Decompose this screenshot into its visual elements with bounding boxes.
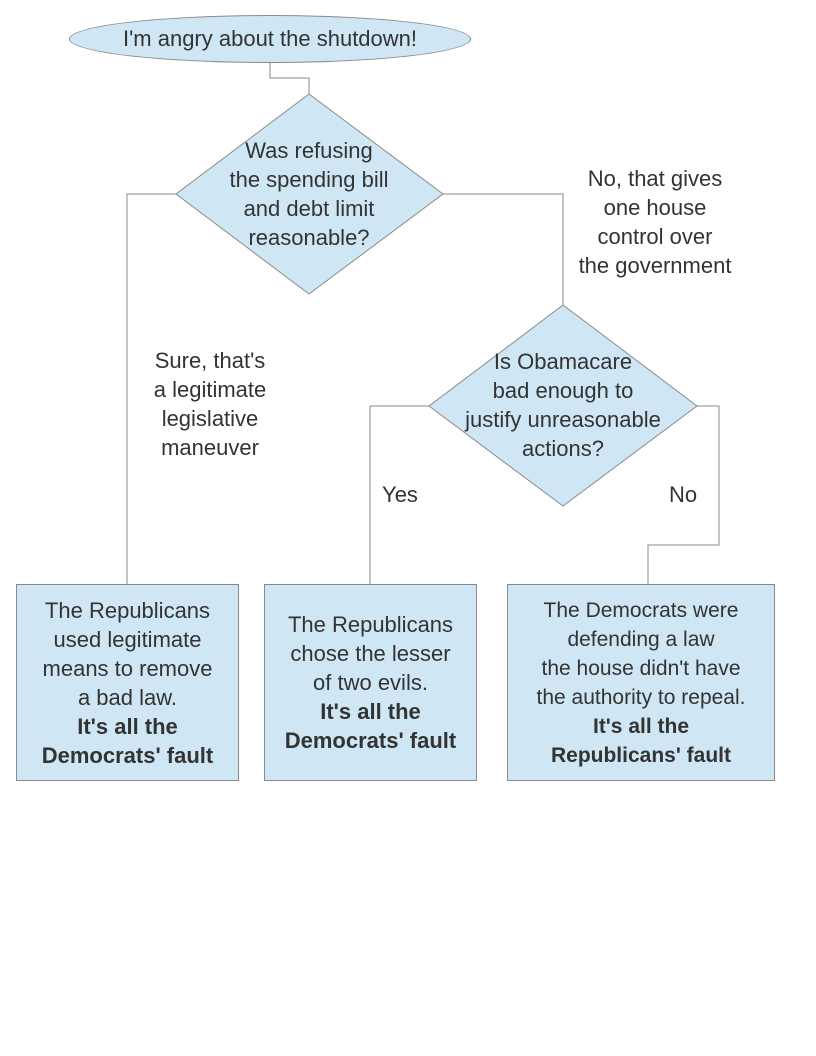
result-2-verdict: It's all the Democrats' fault <box>284 699 457 753</box>
decision-2-yes-branch-label: Yes <box>382 482 418 507</box>
connector-decision-1-left-to-result-1 <box>126 193 176 585</box>
decision-2-no-branch-label: No <box>668 482 698 507</box>
connector-decision-2-right-to-result-3 <box>647 405 720 585</box>
connector-decision-2-left-to-result-2 <box>369 405 429 585</box>
decision-diamond-2 <box>428 304 698 507</box>
start-node: I'm angry about the shutdown! <box>69 15 471 63</box>
result-3-verdict: It's all the Republicans' fault <box>550 714 732 767</box>
decision-diamond-1 <box>175 93 444 295</box>
result-box-2: The Republicans chose the lesser of two … <box>264 584 477 781</box>
decision-1-no-branch-label: No, that gives one house control over th… <box>578 166 732 278</box>
connector-decision-1-right-to-decision-2 <box>443 193 564 305</box>
result-1-verdict: It's all the Democrats' fault <box>41 713 214 768</box>
result-3-text: The Democrats were defending a law the h… <box>536 598 746 709</box>
result-1-text: The Republicans used legitimate means to… <box>42 597 213 710</box>
decision-1-question: Was refusing the spending bill and debt … <box>229 138 389 250</box>
connector-start-to-decision-1 <box>269 63 310 94</box>
result-box-1: The Republicans used legitimate means to… <box>16 584 239 781</box>
result-box-3: The Democrats were defending a law the h… <box>507 584 775 781</box>
decision-1-yes-branch-label: Sure, that's a legitimate legislative ma… <box>153 348 267 460</box>
result-2-text: The Republicans chose the lesser of two … <box>287 612 454 695</box>
start-node-label: I'm angry about the shutdown! <box>122 26 418 51</box>
decision-2-question: Is Obamacare bad enough to justify unrea… <box>465 349 661 461</box>
